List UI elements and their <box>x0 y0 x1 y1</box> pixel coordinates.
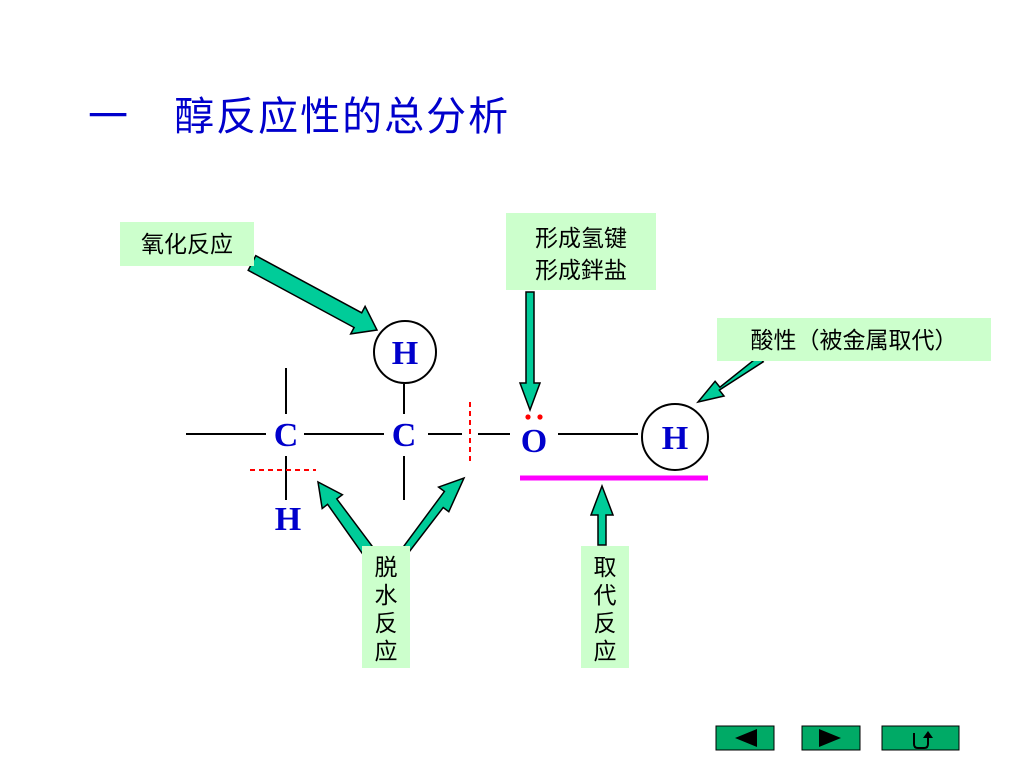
arrow-oxidation <box>247 254 379 335</box>
svg-text:形成氢键: 形成氢键 <box>535 226 627 252</box>
nav-return-button[interactable] <box>881 725 960 751</box>
svg-text:代: 代 <box>594 583 617 609</box>
label-hbond: 形成氢键 形成鉡盐 <box>506 213 656 290</box>
svg-text:反: 反 <box>594 611 617 637</box>
atom-carbon-right: C <box>392 417 417 454</box>
label-acidity: 酸性（被金属取代） <box>717 318 991 361</box>
triangle-right-icon <box>819 729 841 747</box>
svg-text:脱: 脱 <box>375 555 398 581</box>
svg-text:形成鉡盐: 形成鉡盐 <box>535 258 627 284</box>
label-dehydration: 脱 水 反 应 <box>362 546 410 668</box>
nav-next-button[interactable] <box>801 725 861 751</box>
label-oxidation: 氧化反应 <box>120 222 254 266</box>
circle-hydrogen-hydroxyl <box>641 403 709 471</box>
nav-prev-button[interactable] <box>715 725 775 751</box>
arrow-substitution <box>589 483 615 546</box>
arrow-dehydration-left <box>317 480 373 555</box>
svg-text:酸性（被金属取代）: 酸性（被金属取代） <box>751 328 958 354</box>
svg-text:氧化反应: 氧化反应 <box>141 232 233 258</box>
atom-hydrogen-bottom: H <box>275 501 301 538</box>
svg-text:水: 水 <box>375 583 398 609</box>
svg-text:取: 取 <box>594 555 617 581</box>
circle-hydrogen-top <box>373 320 437 384</box>
atom-hydrogen-top: H <box>392 335 418 372</box>
atom-hydrogen-hydroxyl: H <box>662 420 688 457</box>
lone-pair-dots <box>525 414 543 420</box>
svg-text:应: 应 <box>594 639 617 665</box>
triangle-left-icon <box>735 729 757 747</box>
arrow-hbond <box>518 291 542 413</box>
arrow-acidity <box>696 355 765 404</box>
bond-lines <box>186 368 638 500</box>
return-arrow-icon <box>913 731 933 749</box>
atom-oxygen: O <box>521 423 547 460</box>
arrow-dehydration-right <box>402 476 466 553</box>
atom-carbon-left: C <box>274 417 299 454</box>
slide-title: 一 醇反应性的总分析 <box>88 94 511 140</box>
svg-text:应: 应 <box>375 639 398 665</box>
label-substitution: 取 代 反 应 <box>581 546 629 668</box>
svg-text:反: 反 <box>375 611 398 637</box>
